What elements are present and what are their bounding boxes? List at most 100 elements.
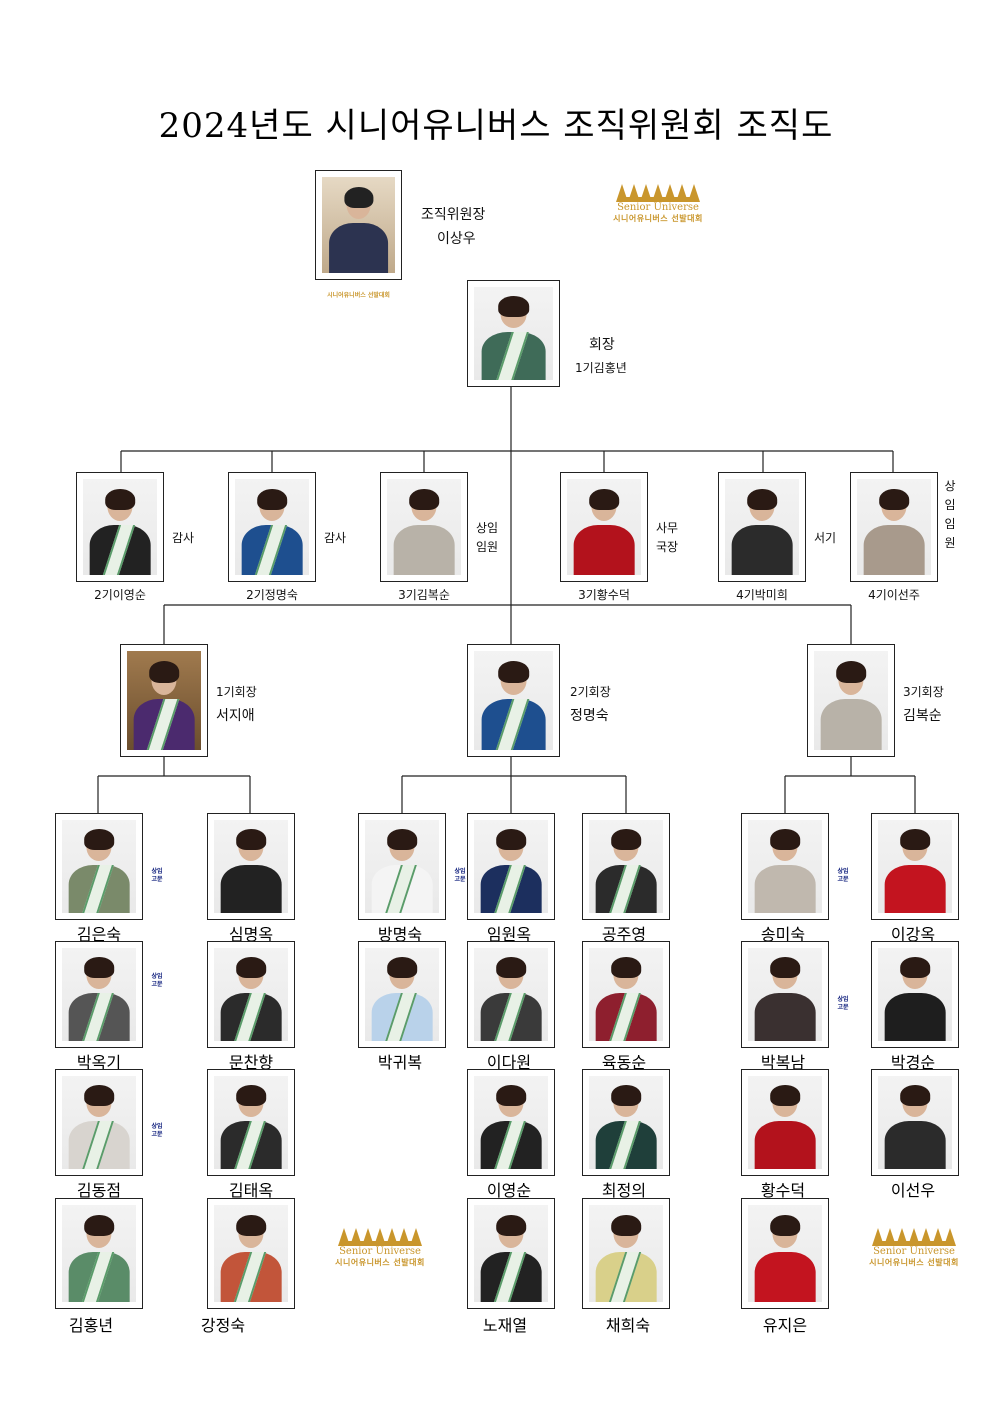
member-photo [741,813,829,920]
officer-name: 4기박미희 [736,588,788,602]
group-leader-photo [467,644,560,757]
member-name: 강정숙 [200,1316,246,1335]
member-name: 박경순 [890,1053,936,1072]
officer-photo [228,472,316,582]
member-photo [207,1069,295,1176]
member-photo [741,1198,829,1309]
member-name: 공주영 [601,925,647,944]
officer-name: 3기김복순 [398,588,450,602]
member-photo [582,813,670,920]
crown-icon [616,182,700,202]
member-name: 심명옥 [228,925,274,944]
member-name: 이강옥 [890,925,936,944]
chairman-name: 이상우 [437,231,476,247]
member-name: 송미숙 [760,925,806,944]
member-name: 김홍년 [68,1316,114,1335]
member-name: 최정의 [601,1181,647,1200]
member-photo [467,1198,555,1309]
member-photo [55,941,143,1048]
member-photo [55,813,143,920]
member-photo [582,1069,670,1176]
officer-role-vertical: 상임임원 [944,479,956,550]
member-name: 김은숙 [76,925,122,944]
senior-universe-logo: Senior Universe 시니어유니버스 선발대회 [322,1226,438,1268]
group-leader-photo [120,644,208,757]
member-photo [582,941,670,1048]
officer-role-line2: 임원 [476,540,499,554]
member-name: 황수덕 [760,1181,806,1200]
logo-english: Senior Universe [873,1246,955,1257]
group-leader-name: 서지애 [216,708,255,724]
group-leader-name: 김복순 [903,708,942,724]
officer-role: 서기 [814,531,837,545]
member-name: 육동순 [601,1053,647,1072]
member-name: 이다원 [486,1053,532,1072]
president-photo [467,280,560,387]
member-photo [741,941,829,1048]
member-name: 박복남 [760,1053,806,1072]
member-name: 이영순 [486,1181,532,1200]
member-name: 이선우 [890,1181,936,1200]
group-leader-role: 1기회장 [216,685,257,699]
officer-photo [76,472,164,582]
member-photo [467,941,555,1048]
member-photo [55,1198,143,1309]
president-role: 회장 [589,337,615,353]
officer-name: 4기이선주 [868,588,920,602]
chairman-photo-caption: 시니어유니버스 선발대회 [327,292,390,299]
member-photo [55,1069,143,1176]
logo-korean: 시니어유니버스 선발대회 [613,214,703,223]
officer-photo [718,472,806,582]
member-name: 채희숙 [605,1316,651,1335]
member-photo [467,1069,555,1176]
member-name: 노재열 [482,1316,528,1335]
officer-role-line1: 상임 [476,521,499,535]
logo-english: Senior Universe [617,202,699,213]
member-name: 문찬향 [228,1053,274,1072]
group-leader-role: 2기회장 [570,685,611,699]
member-photo [582,1198,670,1309]
crown-icon [338,1226,422,1246]
member-name: 임원옥 [486,925,532,944]
chairman-photo [315,170,402,280]
member-name: 유지은 [762,1316,808,1335]
member-name: 김동점 [76,1181,122,1200]
chairman-role: 조직위원장 [421,207,486,223]
officer-role-line1: 사무 [656,521,679,535]
officer-name: 3기황수덕 [578,588,630,602]
officer-photo [380,472,468,582]
member-photo [871,1069,959,1176]
officer-photo [560,472,648,582]
member-photo [207,813,295,920]
member-photo [871,941,959,1048]
member-photo [467,813,555,920]
member-name: 김태옥 [228,1181,274,1200]
senior-universe-logo: Senior Universe 시니어유니버스 선발대회 [600,182,716,224]
member-photo [358,813,446,920]
member-name: 박옥기 [76,1053,122,1072]
member-name: 박귀복 [377,1053,423,1072]
logo-korean: 시니어유니버스 선발대회 [869,1258,959,1267]
member-photo [358,941,446,1048]
senior-universe-logo: Senior Universe 시니어유니버스 선발대회 [856,1226,972,1268]
officer-role: 감사 [172,531,195,545]
member-photo [207,1198,295,1309]
group-leader-role: 3기회장 [903,685,944,699]
president-name: 1기김홍년 [575,361,627,375]
page-title: 2024년도 시니어유니버스 조직위원회 조직도 [158,106,834,146]
officer-role: 감사 [324,531,347,545]
member-name: 방명숙 [377,925,423,944]
crown-icon [872,1226,956,1246]
logo-korean: 시니어유니버스 선발대회 [335,1258,425,1267]
member-photo [871,813,959,920]
group-leader-photo [807,644,895,757]
officer-photo [850,472,938,582]
officer-name: 2기정명숙 [246,588,298,602]
